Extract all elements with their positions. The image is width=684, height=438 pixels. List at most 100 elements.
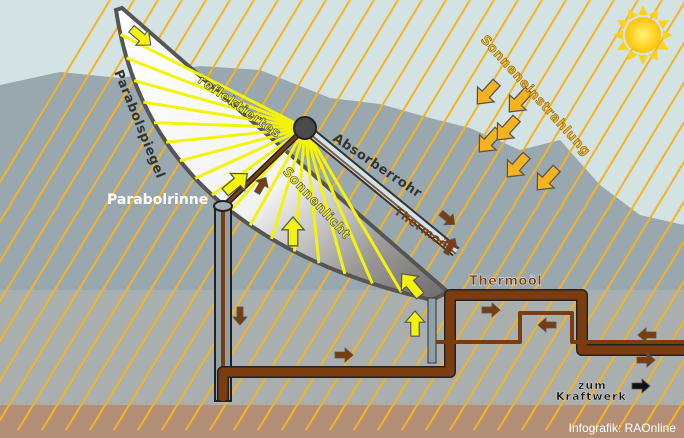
sun-ray	[497, 120, 684, 431]
sun-ray	[353, 0, 615, 431]
support-arm-inner	[222, 126, 307, 208]
credit: Infografik: RAOnline	[569, 421, 677, 435]
sunlight-arrow-shape	[508, 86, 534, 113]
sun-spike	[657, 20, 669, 30]
sun-ray	[257, 0, 519, 431]
oil-flow-arrow-shape	[636, 352, 656, 368]
sun-spike	[638, 55, 648, 65]
sunlight-arrow	[508, 86, 534, 113]
reflected-ray	[153, 121, 306, 130]
sun-spike	[638, 5, 648, 15]
post-cap	[213, 200, 233, 212]
oil-flow-arrow	[232, 306, 248, 326]
sun-ray	[425, 1, 684, 431]
sunlight-arrow	[476, 78, 502, 105]
reflected-ray	[270, 127, 307, 240]
sun-ray	[545, 199, 684, 431]
sunlight-arrow-shape	[506, 151, 532, 178]
oil-flow-arrow-shape	[334, 347, 354, 363]
sun-ray	[377, 0, 639, 431]
reflected-ray	[194, 126, 306, 180]
sun-ray	[0, 0, 111, 184]
reflected-arrow-shape	[403, 310, 427, 337]
sun-ray	[0, 0, 135, 224]
absorber-tube-glass	[302, 125, 459, 255]
sun-ray	[521, 160, 684, 431]
oil-flow-arrow	[442, 237, 458, 256]
sunlight-arrow-shape	[478, 126, 504, 153]
sun-ray	[0, 0, 255, 423]
reflected-ray	[303, 127, 347, 275]
label-zum: zum	[578, 379, 607, 392]
sun-spike	[628, 9, 638, 21]
sun-ray	[329, 0, 591, 431]
sun-spike	[648, 49, 658, 61]
mirror-arrow-shape	[127, 24, 152, 46]
sunlight-arrow	[478, 126, 504, 153]
sun-spike	[657, 40, 669, 50]
sun-ray	[617, 318, 684, 431]
oil-flow-arrow	[636, 352, 656, 368]
label-thermooel-pipe: Thermoöl	[469, 274, 542, 289]
support-post-oil	[221, 206, 225, 401]
reflected-ray	[248, 127, 307, 226]
sunlight-arrow	[536, 164, 562, 191]
mirror-arrow	[127, 24, 152, 46]
reflected-ray	[119, 33, 306, 130]
sunlight-arrow-shape	[496, 114, 522, 141]
reflected-ray	[126, 56, 306, 130]
oil-flow-arrow	[438, 209, 456, 226]
oil-flow-arrow-shape	[232, 306, 248, 326]
sun-icon	[613, 5, 673, 65]
sun-ray	[233, 0, 495, 431]
sunlight-arrow	[496, 114, 522, 141]
label-kraftwerk: Kraftwerk	[556, 390, 627, 403]
reflected-ray	[303, 127, 374, 285]
power-plant-arrow	[631, 378, 651, 394]
oil-flow-arrow	[334, 347, 354, 363]
sun-ray	[41, 0, 303, 431]
power-plant-arrow-shape	[631, 378, 651, 394]
sun-spike	[648, 9, 658, 21]
focal-point	[293, 116, 317, 140]
reflected-ray	[143, 100, 306, 130]
reflected-ray	[133, 79, 306, 130]
flow-arrows	[127, 24, 657, 394]
label-parabolrinne: Parabolrinne	[107, 192, 208, 208]
reflected-arrow-shape	[280, 216, 306, 247]
reflected-arrow-shape	[400, 272, 425, 300]
oil-flow-arrow	[637, 327, 657, 343]
absorber-tube-oil	[304, 129, 457, 255]
sun-ray	[65, 0, 327, 431]
oil-flow-arrow-shape	[438, 209, 456, 226]
sun-spike	[628, 49, 638, 61]
oil-flow-arrow-shape	[253, 176, 269, 195]
reflected-ray	[303, 127, 403, 294]
oil-flow-arrow	[253, 176, 269, 195]
sunlight-arrow-shape	[476, 78, 502, 105]
reflected-arrow	[400, 272, 425, 300]
sun-ray	[569, 239, 684, 431]
sun-ray	[449, 41, 684, 431]
sun-spike	[663, 30, 673, 40]
oil-flow-arrow	[481, 302, 501, 318]
oil-flow-arrow-shape	[637, 327, 657, 343]
reflected-rays	[119, 33, 403, 294]
oil-flow-arrow-shape	[442, 237, 458, 256]
oil-flow-arrow-shape	[537, 317, 557, 333]
oil-flow-arrow-shape	[481, 302, 501, 318]
return-post	[427, 297, 437, 364]
reflected-arrow	[280, 216, 306, 247]
oil-pipes	[217, 289, 684, 400]
sun-ray	[0, 0, 159, 264]
sun-ray	[473, 80, 684, 431]
sun-spike	[613, 30, 623, 40]
oil-flow-arrow	[537, 317, 557, 333]
reflected-ray	[166, 126, 306, 144]
sunlight-arrow	[506, 151, 532, 178]
sun-ray	[17, 0, 279, 431]
sunlight-arrow-shape	[536, 164, 562, 191]
reflected-arrow-shape	[221, 172, 249, 197]
reflected-ray	[303, 127, 321, 264]
